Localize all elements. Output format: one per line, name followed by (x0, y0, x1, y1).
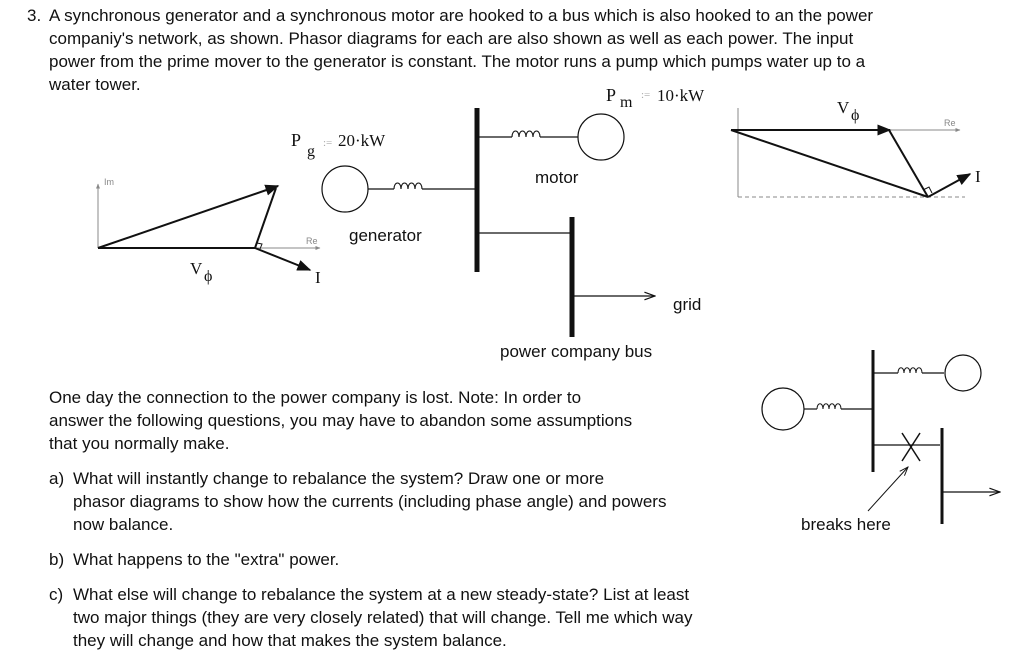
small-motor-symbol (944, 354, 982, 392)
question-c-line-3: they will change and how that makes the … (73, 631, 507, 650)
motor-voltage-sub: ϕ (851, 107, 860, 124)
lost-line-3: that you normally make. (49, 434, 230, 453)
phasor-ea-gen (97, 184, 280, 249)
motor-label: motor (535, 168, 579, 187)
small-gen-inductor-icon (816, 403, 842, 410)
motor-voltage-symbol: V (837, 98, 850, 117)
motor-re-label: Re (944, 118, 956, 128)
intro-line-4: water tower. (49, 75, 141, 94)
grid-label: grid (673, 295, 702, 314)
gen-power-symbol: P (291, 130, 302, 150)
gen-re-label: Re (306, 236, 318, 246)
lost-line-2: answer the following questions, you may … (49, 411, 633, 430)
phasor-ea-motor (730, 129, 929, 198)
breaks-here-pointer (867, 467, 908, 512)
gen-power-sub: g (307, 143, 315, 160)
break-diagram (761, 350, 1000, 524)
question-b-line-1: What happens to the "extra" power. (73, 550, 340, 569)
motor-power-symbol: P (606, 85, 617, 105)
small-generator-symbol (761, 387, 805, 431)
right-angle-mark (256, 242, 263, 250)
motor-def-symbol: := (641, 89, 651, 101)
motor-current-symbol: I (975, 167, 981, 186)
motor-phasor-diagram (730, 108, 972, 198)
intro-line-3: power from the prime mover to the genera… (49, 52, 866, 71)
question-a-line-3: now balance. (73, 515, 174, 534)
phasor-jxi-motor (888, 129, 929, 198)
question-c-letter: c) (49, 585, 64, 604)
motor-power-sub: m (620, 94, 633, 111)
question-a-line-2: phasor diagrams to show how the currents… (73, 492, 667, 511)
phasor-i-motor (927, 173, 972, 198)
question-a-line-1: What will instantly change to rebalance … (73, 469, 605, 488)
generator-symbol (321, 165, 369, 213)
lost-line-1: One day the connection to the power comp… (49, 388, 582, 407)
motor-inductor-icon (511, 130, 541, 138)
question-b-letter: b) (49, 550, 65, 569)
gen-im-label: Im (104, 177, 114, 187)
question-c-line-2: two major things (they are very closely … (73, 608, 693, 627)
question-a-letter: a) (49, 469, 65, 488)
intro-line-2: companiy's network, as shown. Phasor dia… (49, 29, 854, 48)
generator-circuit (321, 165, 477, 213)
intro-line-1: A synchronous generator and a synchronou… (49, 6, 874, 25)
phasor-jxi-gen (254, 187, 277, 249)
motor-symbol (577, 113, 625, 161)
phasor-i-gen (254, 247, 312, 271)
generator-phasor-diagram (96, 183, 321, 271)
motor-power-value: 10·kW (657, 86, 705, 105)
generator-inductor-icon (393, 182, 423, 190)
gen-voltage-sub: ϕ (204, 268, 213, 285)
gen-power-value: 20·kW (338, 131, 386, 150)
breaks-here-label: breaks here (801, 515, 891, 534)
power-company-bus-label: power company bus (500, 342, 653, 361)
gen-voltage-symbol: V (190, 259, 203, 278)
motor-circuit (477, 113, 625, 161)
small-motor-inductor-icon (897, 367, 923, 374)
problem-number: 3. (27, 6, 42, 25)
question-c-line-1: What else will change to rebalance the s… (73, 585, 690, 604)
gen-def-symbol: := (323, 137, 333, 149)
gen-current-symbol: I (315, 268, 321, 287)
generator-label: generator (349, 226, 422, 245)
